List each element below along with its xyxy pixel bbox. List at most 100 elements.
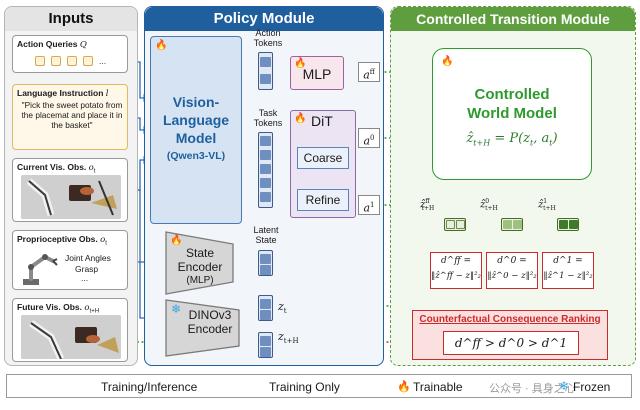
language-instruction-text: "Pick the sweet potato from the placemat…: [21, 100, 123, 130]
ranking-result: d^ff > d^0 > d^1: [454, 336, 568, 350]
future-obs-card: Future Vis. Obs. ot+H: [12, 298, 128, 362]
dino-encoder-shape: [165, 299, 240, 357]
action-query-token: [51, 56, 61, 66]
policy-module-title: Policy Module: [145, 7, 383, 31]
a-1-sup: 1: [370, 201, 375, 209]
vlm-model-name: (Qwen3-VL): [166, 150, 226, 162]
action-queries-label: Action Queries: [17, 39, 78, 49]
action-query-token: [35, 56, 45, 66]
future-obs-symbol: o: [84, 303, 90, 313]
a-0-box: a0: [358, 128, 380, 148]
task-tokens-label-1: Task: [258, 108, 278, 118]
trainable-fire-icon: 🔥: [294, 113, 307, 124]
a-0-var: a: [363, 134, 371, 148]
a-ff-box: aff: [358, 62, 380, 82]
state-encoder-shape: [165, 231, 234, 295]
cwm-equation: ẑt+H = P(zt, at): [466, 131, 558, 148]
coarse-box: Coarse: [297, 147, 349, 169]
cwm-label-1: Controlled: [474, 86, 550, 103]
zhat-ff-var: ẑ: [420, 199, 426, 211]
z-tH-sub: t+H: [283, 337, 299, 346]
task-tokens-column: [258, 132, 273, 208]
proprio-obs-card: Proprioceptive Obs. ot Joint Angles Gras…: [12, 230, 128, 290]
refine-label: Refine: [305, 193, 341, 207]
current-obs-label: Current Vis. Obs.: [17, 162, 87, 172]
distance-0-eq: ‖ẑ^0 − z‖²₂: [487, 271, 537, 281]
distance-1-eq: ‖ẑ^1 − z‖²₂: [543, 271, 593, 281]
ranking-box: Counterfactual Consequence Ranking d^ff …: [412, 310, 608, 360]
trainable-fire-icon: 🔥: [441, 56, 454, 67]
action-queries-symbol: Q: [79, 40, 87, 50]
z-t-column: [258, 295, 273, 321]
legend-frozen: Frozen: [573, 380, 611, 394]
cwm-label-2: World Model: [467, 105, 557, 122]
vlm-line-2: Language: [162, 112, 230, 128]
language-instruction-card: Language Instruction l "Pick the sweet p…: [12, 84, 128, 150]
joint-angles-label: Joint Angles: [65, 253, 111, 263]
distance-ff-label: d^ff =: [440, 256, 472, 266]
distance-0-box: d^0 = ‖ẑ^0 − z‖²₂: [486, 252, 538, 289]
language-instruction-symbol: l: [105, 89, 109, 99]
vlm-line-1: Vision-: [172, 94, 220, 110]
robot-arm-icon: [23, 254, 58, 285]
language-instruction-label: Language Instruction: [17, 88, 104, 98]
legend-watermark: 公众号 · 具身之心: [489, 383, 576, 395]
trainable-fire-icon: 🔥: [170, 235, 183, 246]
latent-state-column: [258, 250, 273, 276]
ranking-title: Counterfactual Consequence Ranking: [419, 314, 601, 325]
mlp-label: MLP: [302, 66, 332, 82]
controlled-world-model-box: 🔥 Controlled World Model ẑt+H = P(zt, at…: [432, 48, 592, 180]
ranking-result-box: d^ff > d^0 > d^1: [443, 331, 579, 355]
z-tH-var: z: [278, 330, 284, 343]
frozen-snowflake-icon: ❄: [171, 302, 182, 316]
task-tokens-label-2: Tokens: [253, 118, 283, 128]
vlm-line-3: Model: [175, 130, 217, 146]
current-obs-card: Current Vis. Obs. ot: [12, 158, 128, 222]
legend-fire-icon: 🔥: [397, 381, 411, 393]
action-queries-card: Action Queries Q ...: [12, 35, 128, 73]
distance-0-label: d^0 =: [497, 256, 527, 266]
trainable-fire-icon: 🔥: [294, 58, 307, 69]
action-tokens-label-1: Action: [255, 28, 281, 38]
a-ff-var: a: [363, 68, 370, 82]
a-0-sup: 0: [370, 134, 375, 142]
transition-module-panel: Controlled Transition Module: [390, 6, 636, 366]
state-encoder-label-1: State: [185, 246, 215, 260]
dino-label-1: DINOv3: [188, 308, 232, 322]
latent-state-label-1: Latent: [253, 225, 279, 235]
current-obs-image: [21, 175, 121, 219]
action-query-token: [67, 56, 77, 66]
z-tH-column: [258, 332, 273, 358]
vision-language-model-box: 🔥 Vision- Language Model (Qwen3-VL): [150, 36, 242, 224]
a-1-var: a: [363, 201, 371, 215]
legend-training-only: Training Only: [269, 380, 340, 394]
z-t-sub: t: [283, 307, 287, 316]
legend-snowflake-icon: ❄: [559, 379, 570, 393]
distance-1-label: d^1 =: [553, 256, 583, 266]
zhat-ff-token: [444, 218, 466, 231]
action-tokens-label-2: Tokens: [253, 38, 283, 48]
proprio-ellipsis: ...: [81, 273, 89, 283]
mlp-box: 🔥 MLP: [290, 56, 344, 90]
dit-label: DiT: [311, 113, 333, 129]
state-encoder-label-3: (MLP): [186, 275, 214, 286]
future-obs-image: [21, 315, 121, 359]
a-ff-sup: ff: [369, 68, 375, 76]
action-tokens-column: [258, 52, 273, 90]
legend-trainable: Trainable: [413, 380, 463, 394]
refine-box: Refine: [297, 189, 349, 211]
current-obs-symbol: o: [88, 163, 94, 173]
zhat-0-var: ẑ: [480, 199, 486, 211]
zhat-0-token: [501, 218, 523, 231]
zhat-1-var: ẑ: [538, 199, 544, 211]
legend-training-inference: Training/Inference: [101, 380, 198, 394]
transition-module-title: Controlled Transition Module: [391, 7, 635, 31]
action-query-token: [83, 56, 93, 66]
inputs-title: Inputs: [5, 7, 137, 31]
latent-state-label-2: State: [255, 235, 277, 245]
proprio-obs-label: Proprioceptive Obs.: [17, 234, 98, 244]
trainable-fire-icon: 🔥: [155, 40, 168, 51]
z-t-var: z: [278, 300, 284, 313]
legend-bar: Training/Inference Training Only 🔥 Train…: [6, 374, 632, 398]
grasp-label: Grasp: [75, 264, 99, 274]
